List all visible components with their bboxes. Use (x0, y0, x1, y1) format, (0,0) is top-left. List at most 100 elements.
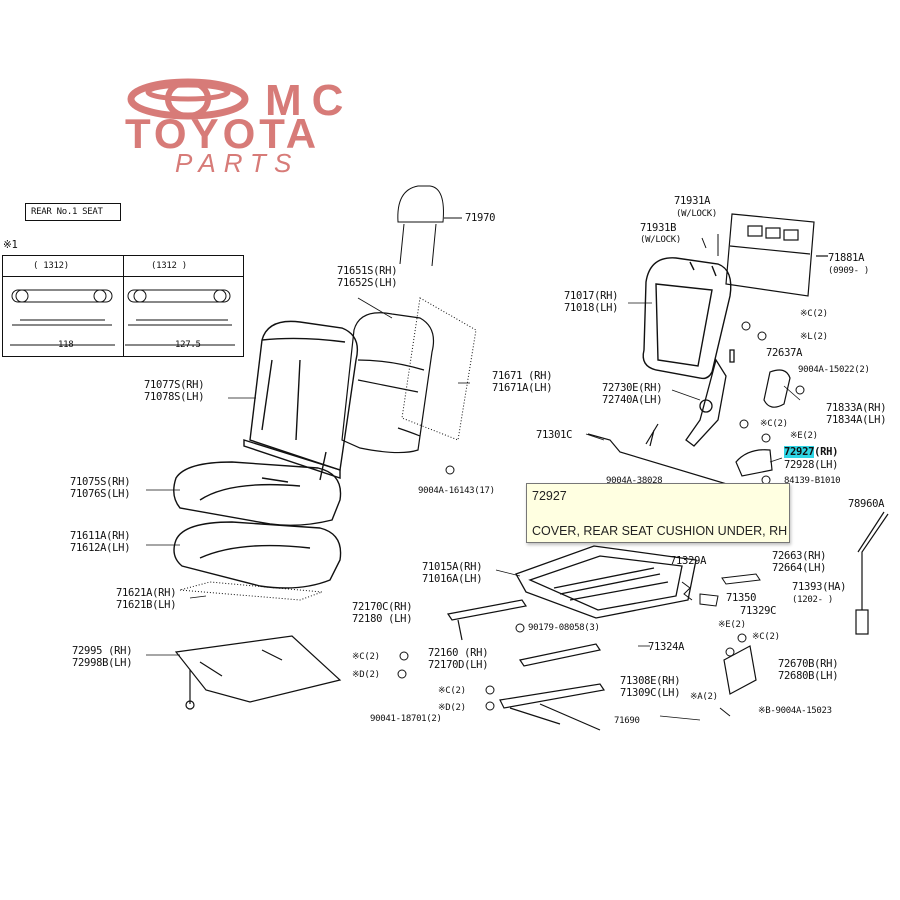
label-90179[interactable]: 90179-08058(3) (528, 623, 600, 633)
seatback-board (725, 213, 828, 297)
label-71931a-note: (W/LOCK) (676, 209, 717, 219)
label-84139[interactable]: 84139-B1010 (784, 476, 841, 486)
label-71651s[interactable]: 71651S(RH) (337, 265, 398, 277)
seat-cushion-cover (173, 461, 342, 527)
label-71329a[interactable]: 71329A (670, 555, 707, 567)
label-71301c[interactable]: 71301C (536, 429, 573, 441)
label-71309c[interactable]: 71309C(LH) (620, 687, 681, 699)
label-71931b[interactable]: 71931B (640, 222, 677, 234)
label-72927-side: (RH) (814, 446, 839, 458)
cushion-pad (179, 581, 323, 601)
label-71931a[interactable]: 71931A (674, 195, 711, 207)
label-72637a[interactable]: 72637A (766, 347, 803, 359)
torsion-rod (587, 423, 761, 495)
label-72998b[interactable]: 72998B(LH) (72, 657, 133, 669)
label-71016a[interactable]: 71016A(LH) (422, 573, 483, 585)
tooltip-part-number: 72927 (532, 489, 567, 503)
label-72160[interactable]: 72160 (RH) (428, 647, 489, 659)
seatback-frame (642, 257, 732, 380)
label-71833a[interactable]: 71833A(RH) (826, 402, 887, 414)
label-71015a[interactable]: 71015A(RH) (422, 561, 483, 573)
label-9004a-15022[interactable]: 9004A-15022(2) (798, 365, 870, 375)
toyota-emblem-icon (127, 78, 249, 120)
spring (681, 581, 693, 601)
label-71393-note: (1202- ) (792, 595, 833, 605)
label-c2-bot: ※C(2) (752, 632, 780, 642)
label-71690[interactable]: 71690 (614, 716, 640, 726)
label-71612a[interactable]: 71612A(LH) (70, 542, 131, 554)
release-lever (721, 573, 761, 585)
label-72927[interactable]: 72927(RH) (784, 446, 839, 458)
label-90041[interactable]: 90041-18701(2) (370, 714, 442, 724)
label-71621a[interactable]: 71621A(RH) (116, 587, 177, 599)
label-71621b[interactable]: 71621B(LH) (116, 599, 177, 611)
seat-belt (855, 511, 889, 635)
label-e2-mid: ※E(2) (790, 431, 818, 441)
label-b-9004a-15023[interactable]: ※B-9004A-15023 (758, 706, 832, 716)
headrest (397, 185, 462, 267)
label-71350[interactable]: 71350 (726, 592, 757, 604)
label-72170c[interactable]: 72170C(RH) (352, 601, 413, 613)
tooltip-description: COVER, REAR SEAT CUSHION UNDER, RH (532, 524, 788, 538)
label-71017[interactable]: 71017(RH) (564, 290, 619, 302)
seat-back-pad (401, 297, 477, 441)
label-71329c[interactable]: 71329C (740, 605, 777, 617)
inset-mark: ※1 (3, 239, 18, 251)
cushion-under-cover (735, 449, 773, 477)
part-tooltip: 72927 COVER, REAR SEAT CUSHION UNDER, RH (526, 483, 790, 543)
label-71671a[interactable]: 71671A(LH) (492, 382, 553, 394)
omc-logo: MC TOYOTA PARTS (125, 76, 415, 178)
label-71018[interactable]: 71018(LH) (564, 302, 619, 314)
label-71076s[interactable]: 71076S(LH) (70, 488, 131, 500)
leader-lines (146, 297, 801, 721)
label-72928[interactable]: 72928(LH) (784, 459, 839, 471)
label-9004a-16143[interactable]: 9004A-16143(17) (418, 486, 495, 496)
label-72670b[interactable]: 72670B(RH) (778, 658, 839, 670)
hinge-cover (723, 645, 757, 695)
label-c2-mid: ※C(2) (760, 419, 788, 429)
label-71671[interactable]: 71671 (RH) (492, 370, 553, 382)
label-71308e[interactable]: 71308E(RH) (620, 675, 681, 687)
label-c2-mid2: ※C(2) (438, 686, 466, 696)
recliner (685, 349, 735, 447)
section-label-box: REAR No.1 SEAT (25, 203, 121, 221)
seat-back (243, 320, 359, 481)
label-71393[interactable]: 71393(HA) (792, 581, 847, 593)
label-71324a[interactable]: 71324A (648, 641, 685, 653)
label-72740a[interactable]: 72740A(LH) (602, 394, 663, 406)
logo-parts: PARTS (175, 148, 300, 178)
label-72180[interactable]: 72180 (LH) (352, 613, 413, 625)
label-72680b[interactable]: 72680B(LH) (778, 670, 839, 682)
fastener-markers (397, 321, 805, 711)
seat-cushion-frame (515, 545, 697, 619)
label-l2: ※L(2) (800, 332, 828, 342)
seat-rails (446, 599, 606, 731)
label-72730e[interactable]: 72730E(RH) (602, 382, 663, 394)
label-71075s[interactable]: 71075S(RH) (70, 476, 131, 488)
lever-knob (699, 593, 719, 607)
label-71970[interactable]: 71970 (465, 212, 496, 224)
seat-cushion-foam (173, 521, 342, 589)
label-c2-left: ※C(2) (352, 652, 380, 662)
label-72995[interactable]: 72995 (RH) (72, 645, 133, 657)
label-72927-highlight[interactable]: 72927 (784, 446, 815, 458)
label-71077s[interactable]: 71077S(RH) (144, 379, 205, 391)
label-71078s[interactable]: 71078S(LH) (144, 391, 205, 403)
section-label: REAR No.1 SEAT (31, 207, 103, 217)
inset-right-heading: (1312 ) (151, 261, 187, 271)
label-9004a-38028[interactable]: 9004A-38028 (606, 476, 663, 486)
label-71834a[interactable]: 71834A(LH) (826, 414, 887, 426)
label-72663[interactable]: 72663(RH) (772, 550, 827, 562)
label-c2-top: ※C(2) (800, 309, 828, 319)
seat-back-foam (341, 312, 435, 454)
label-71881a[interactable]: 71881A (828, 252, 865, 264)
inset-brackets (10, 289, 235, 346)
label-72170d[interactable]: 72170D(LH) (428, 659, 489, 671)
small-clip (719, 707, 731, 717)
label-71652s[interactable]: 71652S(LH) (337, 277, 398, 289)
label-78960a[interactable]: 78960A (848, 498, 885, 510)
label-71611a[interactable]: 71611A(RH) (70, 530, 131, 542)
label-72664[interactable]: 72664(LH) (772, 562, 827, 574)
